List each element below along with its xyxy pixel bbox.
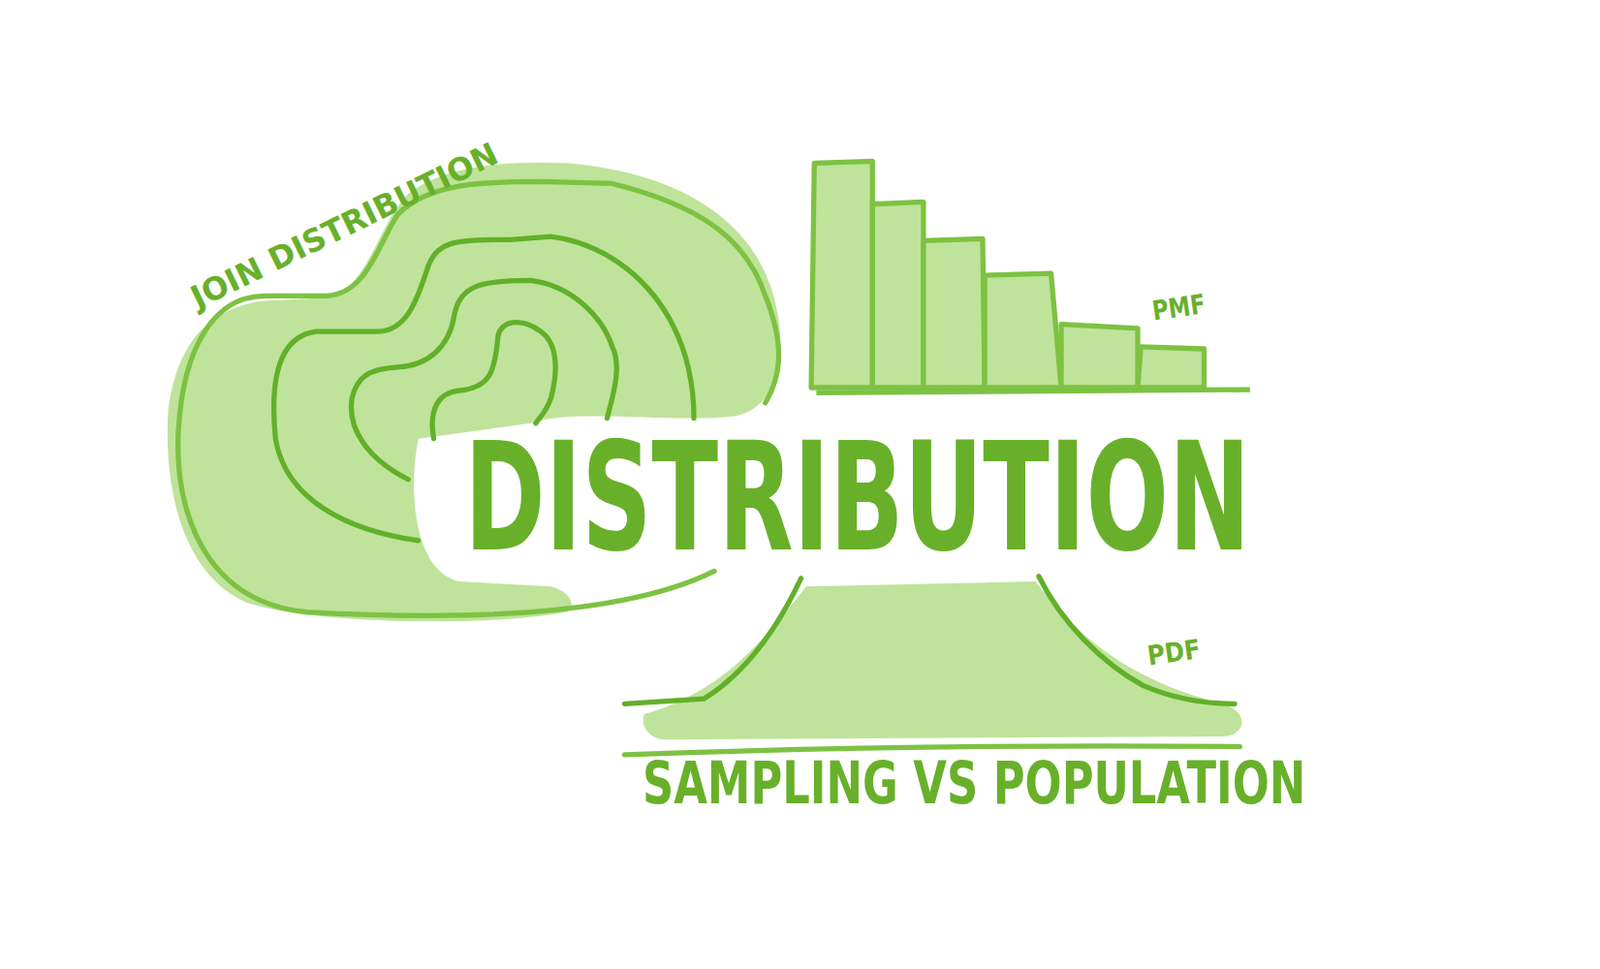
pmf-label: PMF [1150, 290, 1207, 325]
main-title: DISTRIBUTION [464, 421, 1251, 572]
pdf-curve [624, 576, 1242, 755]
subtitle-label: SAMPLING VS POPULATION [642, 753, 1306, 813]
curve-fill [643, 581, 1243, 740]
bar [984, 273, 1062, 388]
bar [1061, 324, 1138, 388]
bar [811, 160, 873, 388]
bar [872, 201, 924, 388]
bar [923, 238, 985, 388]
bar [1137, 346, 1204, 388]
pdf-label: PDF [1145, 635, 1202, 670]
pmf-bars [811, 160, 1251, 393]
curve-line [624, 576, 1235, 705]
axis-line [815, 389, 1250, 393]
